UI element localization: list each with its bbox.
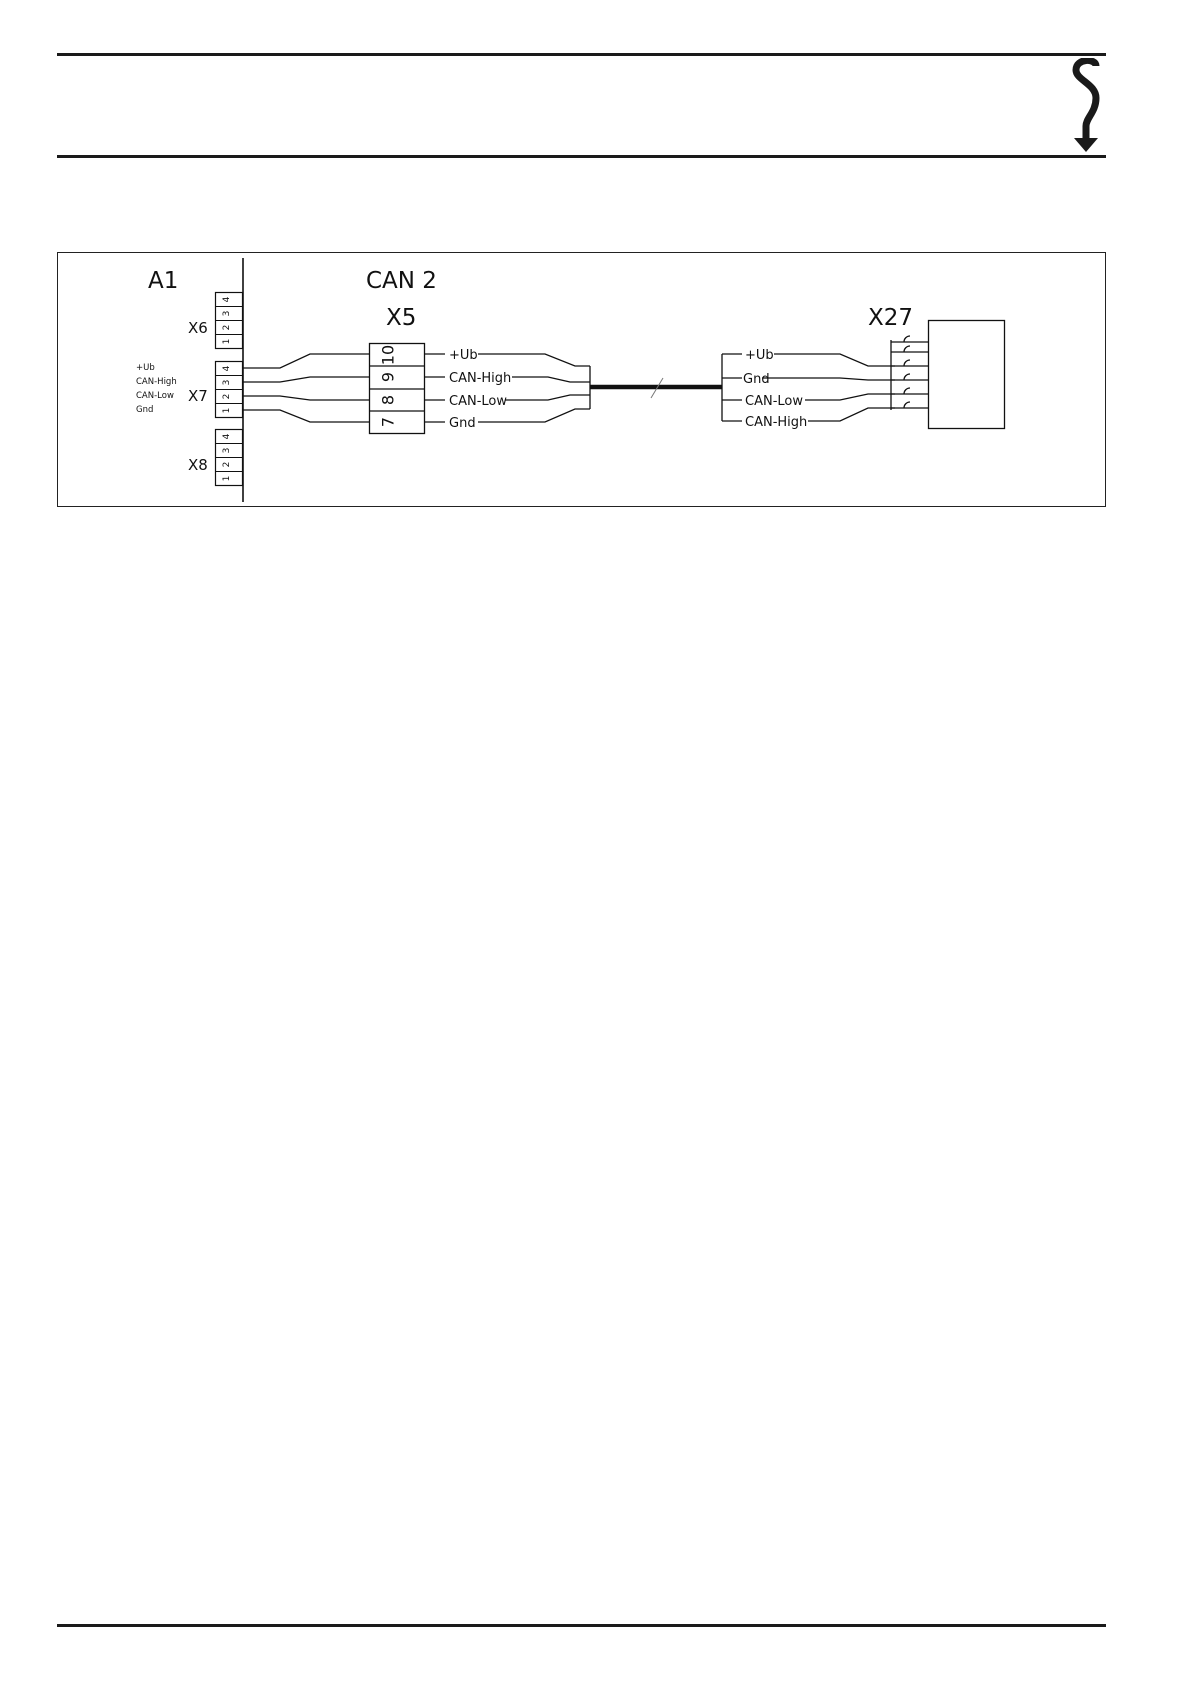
bus-label-can2: CAN 2 (366, 268, 437, 294)
x7-pin: 4 (222, 365, 232, 371)
x5-pin: 9 (379, 372, 398, 382)
wire-can-low (243, 396, 369, 400)
connector-label-x27: X27 (868, 305, 913, 331)
x27-signal-label: Gnd (743, 372, 770, 387)
x5-pin: 10 (379, 345, 398, 365)
x6-pin: 1 (222, 339, 232, 345)
x7-pin: 3 (222, 380, 232, 386)
connector-label-x7: X7 (188, 387, 208, 405)
x7-legend-item: +Ub (136, 363, 155, 373)
x8-pin: 2 (222, 462, 232, 468)
module-label-a1: A1 (148, 268, 178, 294)
can-wiring-diagram: A1 4 3 2 1 X6 4 3 2 1 X7 +Ub CAN-High CA… (0, 0, 1192, 520)
x7-signal-legend: +Ub CAN-High CAN-Low Gnd (136, 363, 177, 415)
connector-x27-pins (891, 336, 928, 410)
x27-signal-leads (722, 354, 895, 421)
x5-signal-leads (424, 354, 590, 422)
x27-signal-label: CAN-Low (745, 394, 803, 409)
connector-label-x6: X6 (188, 319, 208, 337)
x8-pin: 4 (222, 433, 232, 439)
x8-pin: 1 (222, 476, 232, 482)
x7-legend-item: CAN-High (136, 377, 177, 387)
x6-pin: 4 (222, 296, 232, 302)
x27-signal-label: CAN-High (745, 415, 807, 430)
x27-signal-label: +Ub (745, 348, 774, 363)
connector-x5: 10 9 8 7 (369, 344, 425, 434)
wire-ub (243, 354, 369, 368)
connector-label-x8: X8 (188, 456, 208, 474)
x5-signal-label: +Ub (449, 348, 478, 363)
x5-signal-labels: +Ub CAN-High CAN-Low Gnd (449, 348, 511, 431)
a1-to-x5-wires (243, 354, 369, 422)
footer-rule (57, 1624, 1106, 1627)
wire-gnd (243, 410, 369, 422)
connector-label-x5: X5 (386, 305, 416, 331)
x5-pin: 7 (379, 417, 398, 427)
connector-x6: 4 3 2 1 X6 (188, 293, 243, 349)
x5-signal-label: CAN-Low (449, 394, 507, 409)
x6-pin: 3 (222, 311, 232, 317)
x7-legend-item: CAN-Low (136, 391, 174, 401)
x8-pin: 3 (222, 448, 232, 454)
x7-pin: 1 (222, 408, 232, 414)
connector-x8: 4 3 2 1 X8 (188, 430, 243, 486)
x27-signal-labels: +Ub Gnd CAN-Low CAN-High (743, 348, 807, 430)
x5-pin: 8 (379, 395, 398, 405)
x7-legend-item: Gnd (136, 405, 153, 415)
wire-can-high (243, 377, 369, 382)
connector-x7: 4 3 2 1 X7 (188, 362, 243, 418)
x5-signal-label: Gnd (449, 416, 476, 431)
x27-device-box (929, 321, 1005, 429)
x6-pin: 2 (222, 325, 232, 331)
x5-signal-label: CAN-High (449, 371, 511, 386)
x7-pin: 2 (222, 394, 232, 400)
